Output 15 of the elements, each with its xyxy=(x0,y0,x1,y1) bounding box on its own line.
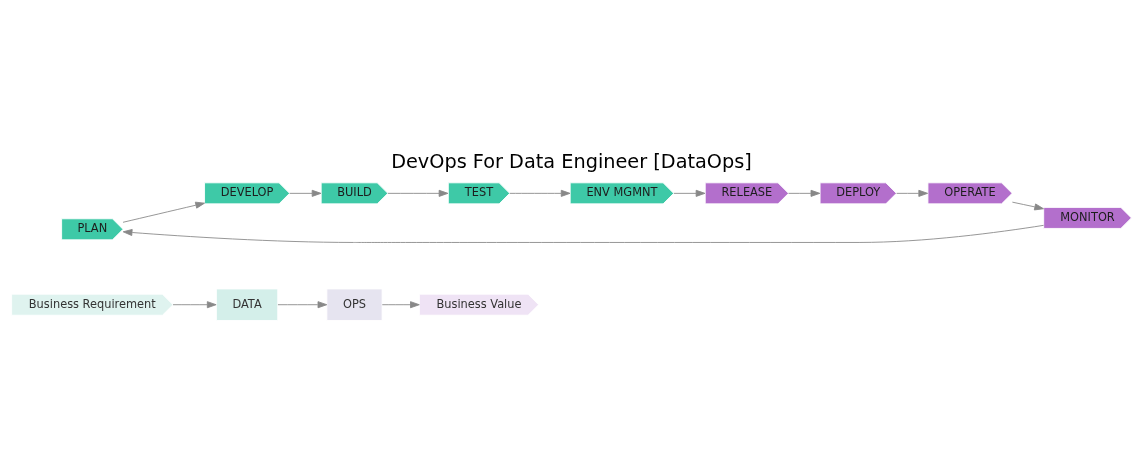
arrow xyxy=(122,201,205,223)
node-box: DATA xyxy=(215,288,279,321)
arrow xyxy=(896,189,929,197)
arrow xyxy=(289,189,322,197)
node-box: OPS xyxy=(326,288,383,321)
arrow xyxy=(277,301,328,309)
arrow xyxy=(509,189,571,197)
arrow xyxy=(673,189,706,197)
arrow xyxy=(381,301,420,309)
arrow xyxy=(387,189,449,197)
arrow xyxy=(1011,201,1044,211)
arrow xyxy=(172,301,217,309)
arrow xyxy=(788,189,821,197)
diagram-title: DevOps For Data Engineer [DataOps] xyxy=(391,150,752,174)
arrow xyxy=(122,224,1045,243)
